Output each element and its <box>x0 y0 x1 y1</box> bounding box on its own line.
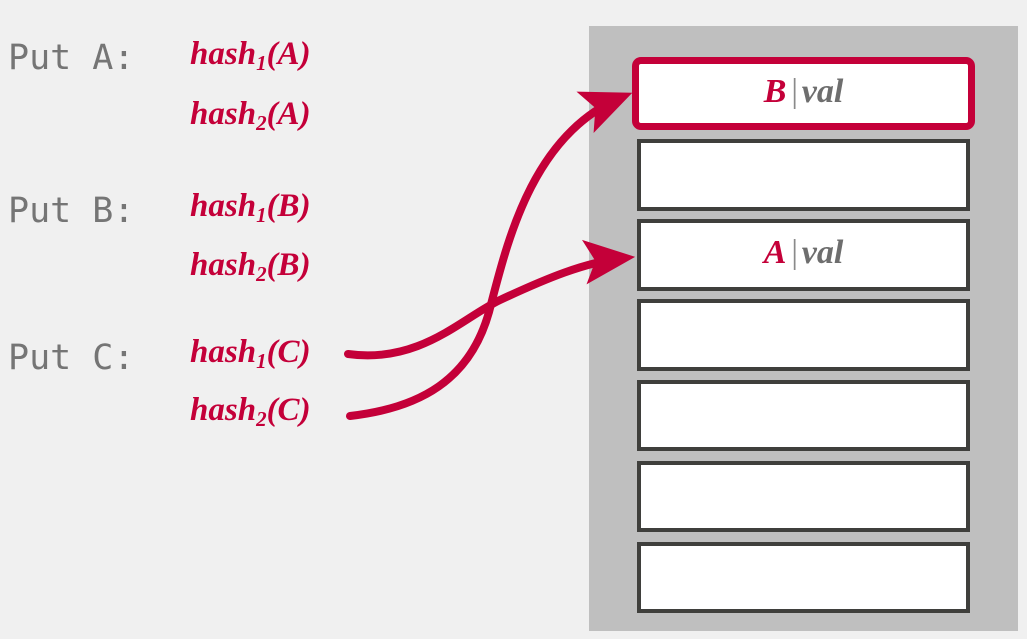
table-slot-4[interactable] <box>637 380 970 451</box>
hash-name: hash <box>190 36 257 72</box>
hash-table-panel: B|val A|val <box>589 26 1018 631</box>
slot-content-6 <box>801 557 807 595</box>
table-slot-0[interactable]: B|val <box>632 57 975 130</box>
hash-arg: (A) <box>266 96 311 132</box>
hash-expression-b-2: hash2(B) <box>190 247 311 286</box>
slot-content-0: B|val <box>764 73 844 111</box>
table-slot-5[interactable] <box>637 461 970 532</box>
hash-expression-c-1: hash1(C) <box>190 334 311 373</box>
hash-name: hash <box>190 247 257 283</box>
table-slot-6[interactable] <box>637 542 970 613</box>
operation-label-put-a: Put A: <box>8 38 135 78</box>
slot-key: A <box>763 234 787 271</box>
slot-separator <box>801 154 807 191</box>
slot-separator <box>801 476 807 513</box>
hash-name: hash <box>190 188 257 224</box>
hash-subscript: 2 <box>256 407 267 431</box>
slot-separator <box>801 314 807 351</box>
slot-value: val <box>801 72 844 110</box>
hash-subscript: 2 <box>256 262 267 286</box>
hash-expression-a-2: hash2(A) <box>190 96 311 135</box>
slot-value: val <box>801 234 844 271</box>
operation-label-put-c: Put C: <box>8 338 135 378</box>
operation-label-put-b: Put B: <box>8 191 135 231</box>
hash-name: hash <box>190 334 257 370</box>
slot-key: B <box>763 72 787 110</box>
hash-expression-a-1: hash1(A) <box>190 36 311 75</box>
arrow-hash2-c-to-slot-0 <box>346 91 633 420</box>
slot-separator: | <box>789 234 799 271</box>
hash-arg: (B) <box>266 247 311 283</box>
hash-subscript: 1 <box>256 51 267 75</box>
hash-expression-c-2: hash2(C) <box>190 392 311 431</box>
table-slot-2[interactable]: A|val <box>637 219 970 291</box>
hash-subscript: 2 <box>256 111 267 135</box>
table-slot-1[interactable] <box>637 139 970 211</box>
slot-content-2: A|val <box>764 234 844 272</box>
slot-separator <box>801 395 807 432</box>
hash-arg: (C) <box>266 392 311 428</box>
hash-arg: (B) <box>266 188 311 224</box>
table-slot-3[interactable] <box>637 299 970 371</box>
slot-content-1 <box>801 154 807 192</box>
slot-content-4 <box>801 395 807 433</box>
arrow-hash1-c-to-slot-2 <box>344 239 636 360</box>
hash-subscript: 1 <box>256 203 267 227</box>
hash-name: hash <box>190 96 257 132</box>
hash-arg: (A) <box>266 36 311 72</box>
hash-name: hash <box>190 392 257 428</box>
hash-arg: (C) <box>266 334 311 370</box>
hash-expression-b-1: hash1(B) <box>190 188 311 227</box>
slot-separator <box>801 557 807 594</box>
hash-subscript: 1 <box>256 349 267 373</box>
slot-content-5 <box>801 476 807 514</box>
slot-content-3 <box>801 314 807 352</box>
slot-separator: | <box>789 72 799 110</box>
